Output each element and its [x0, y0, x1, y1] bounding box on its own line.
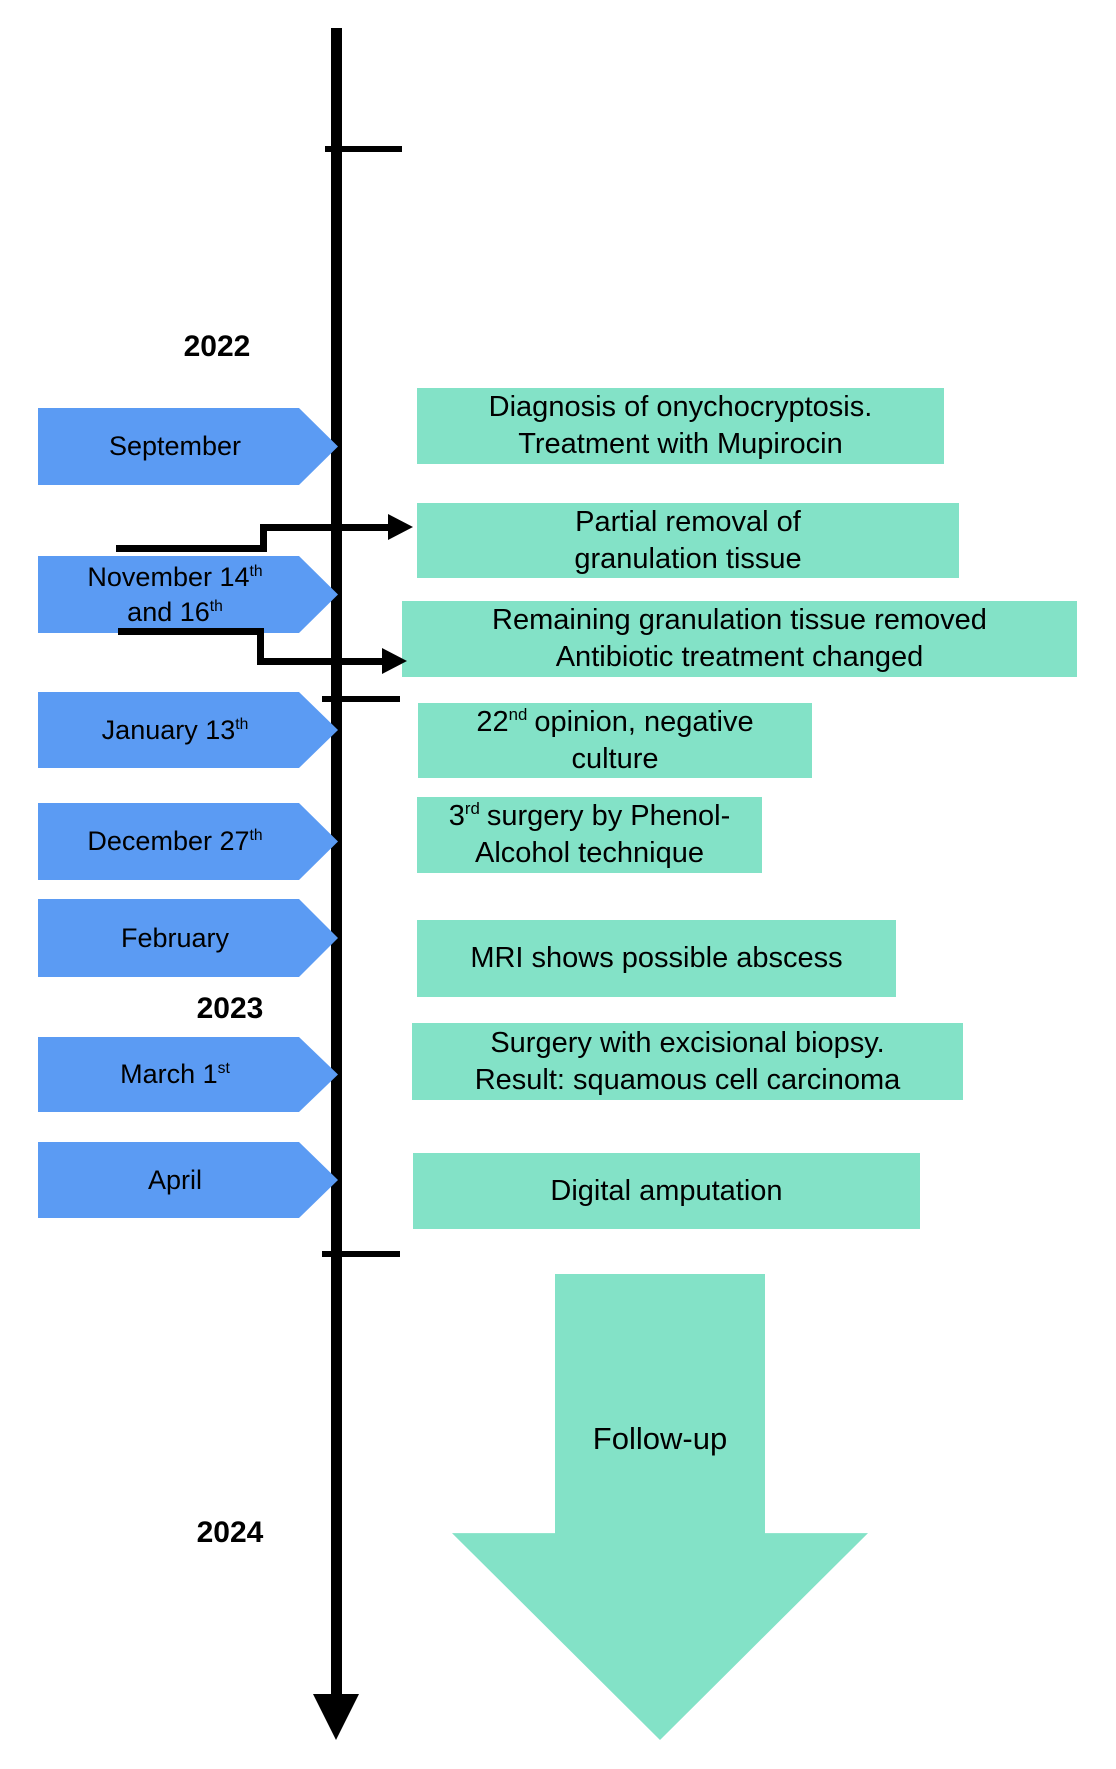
milestone-label: November 14th: [87, 561, 263, 592]
timeline-tick-2022: [325, 146, 402, 152]
followup-label: Follow-up: [592, 1421, 728, 1456]
timeline-tick-2023: [322, 696, 400, 702]
connector-arrowhead-icon: [388, 514, 413, 540]
milestone-label: September: [108, 431, 242, 461]
milestone-label: April: [147, 1164, 202, 1195]
milestone-label: February: [120, 922, 230, 953]
milestone-arrow-march-1: March 1st: [38, 1037, 338, 1112]
event-box-amputation: Digital amputation: [413, 1153, 920, 1229]
connector-segment: [257, 628, 264, 665]
connector-segment: [257, 658, 382, 665]
event-box-mri: MRI shows possible abscess: [417, 920, 896, 997]
event-box-diagnosis: Diagnosis of onychocryptosis. Treatment …: [417, 388, 944, 464]
milestone-arrow-september: September: [38, 408, 338, 485]
timeline-arrowhead-icon: [313, 1694, 359, 1740]
connector-segment: [260, 524, 267, 552]
year-label-2022: 2022: [183, 330, 251, 363]
followup-arrow: Follow-up: [452, 1274, 868, 1740]
connector-arrowhead-icon: [382, 648, 407, 674]
year-label-2023: 2023: [196, 992, 264, 1025]
milestone-arrow-april: April: [38, 1142, 338, 1218]
milestone-arrow-november-14-16: November 14th and 16th: [38, 556, 338, 633]
milestone-label: March 1st: [120, 1059, 230, 1089]
event-box-partial-removal: Partial removal of granulation tissue: [417, 503, 959, 578]
connector-segment: [116, 545, 263, 552]
connector-segment: [118, 628, 264, 635]
timeline-axis: [331, 28, 342, 1698]
milestone-arrow-february: February: [38, 899, 338, 977]
milestone-arrow-january-13: January 13th: [38, 692, 338, 768]
year-label-2024: 2024: [196, 1516, 264, 1549]
milestone-label-line2: and 16th: [127, 596, 223, 627]
milestone-arrow-december-27: December 27th: [38, 803, 338, 880]
event-box-remaining-removal: Remaining granulation tissue removed Ant…: [402, 601, 1077, 677]
connector-segment: [260, 524, 388, 531]
milestone-label: December 27th: [87, 826, 263, 856]
event-box-excisional-biopsy: Surgery with excisional biopsy. Result: …: [412, 1023, 963, 1100]
milestone-label: January 13th: [101, 714, 249, 745]
timeline-tick-2024: [322, 1251, 400, 1257]
